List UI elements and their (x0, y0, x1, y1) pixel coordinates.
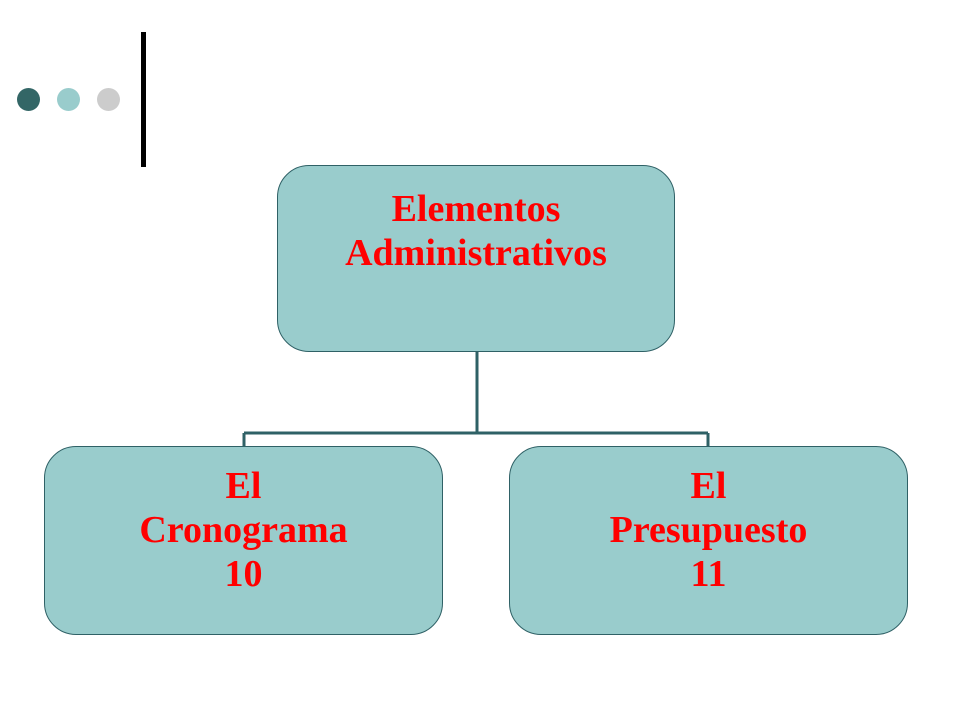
node-root-line1: Elementos (391, 188, 561, 230)
node-right-line3: 11 (690, 553, 727, 595)
node-right-line2: Presupuesto (609, 509, 808, 551)
node-right-line1: El (690, 465, 727, 507)
node-left-line3: 10 (224, 553, 263, 595)
decorative-dot-gray (97, 88, 120, 111)
node-el-presupuesto: El Presupuesto 11 (509, 446, 908, 635)
node-el-cronograma: El Cronograma 10 (44, 446, 443, 635)
decorative-vertical-bar (141, 32, 146, 167)
node-elementos-administrativos: Elementos Administrativos (277, 165, 675, 352)
node-left-line1: El (225, 465, 262, 507)
decorative-dot-dark (17, 88, 40, 111)
decorative-dot-teal (57, 88, 80, 111)
node-left-line2: Cronograma (139, 509, 348, 551)
node-root-line2: Administrativos (345, 232, 607, 274)
